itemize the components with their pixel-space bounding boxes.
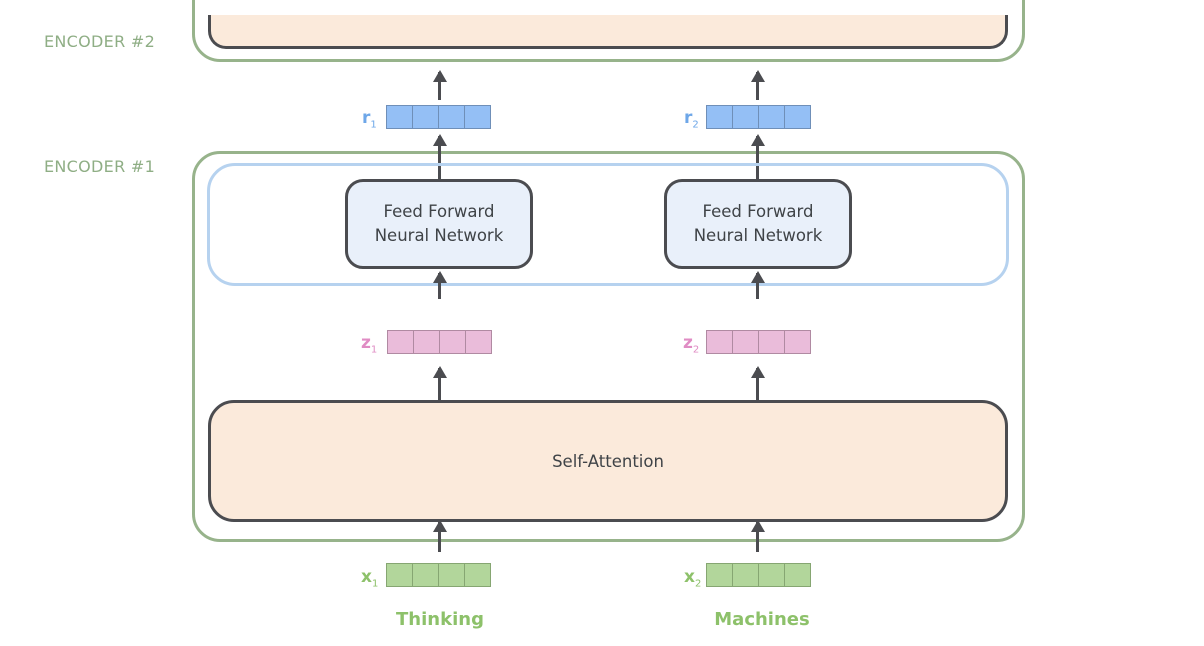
arrow-x1-to-sa [432,520,447,552]
x2-cell [706,563,733,587]
r2-cell [732,105,759,129]
word-thinking: Thinking [396,609,484,630]
z1-vector [387,330,492,354]
r2-cell [758,105,785,129]
arrow-r1-up [432,70,447,100]
ffn-2-label: Feed Forward Neural Network [693,202,823,245]
ffn-layer-region [207,163,1009,286]
x1-cell [438,563,465,587]
encoder-1-label: ENCODER #1 [44,157,156,176]
encoder-2-inner-layer [208,15,1008,49]
arrow-r2-up [750,70,765,100]
arrow-sa-to-z2 [750,366,765,400]
ffn-1-label: Feed Forward Neural Network [374,202,504,245]
x1-cell [386,563,413,587]
z2-cell [732,330,759,354]
z1-cell [413,330,440,354]
z1-cell [439,330,466,354]
z2-label: z2 [683,333,700,356]
r2-label: r2 [684,108,699,131]
encoder-2-label: ENCODER #2 [44,32,156,51]
r2-cell [784,105,811,129]
encoder-1-box [192,151,1025,542]
x2-cell [784,563,811,587]
r2-cell [706,105,733,129]
r1-cell [464,105,491,129]
x2-cell [732,563,759,587]
arrow-x2-to-sa [750,520,765,552]
arrow-z2-to-ffn2 [750,271,765,299]
word-machines: Machines [714,609,810,630]
self-attention-label: Self-Attention [552,451,664,471]
x2-vector [706,563,811,587]
z2-vector [706,330,811,354]
self-attention-box: Self-Attention [208,400,1008,522]
z2-cell [758,330,785,354]
r1-vector [386,105,491,129]
z2-cell [784,330,811,354]
x1-vector [386,563,491,587]
r1-cell [386,105,413,129]
encoder-2-box [192,0,1025,62]
r1-label: r1 [362,108,377,131]
x2-label: x2 [684,567,702,590]
z1-cell [387,330,414,354]
x1-label: x1 [361,567,379,590]
r1-cell [438,105,465,129]
arrow-ffn2-to-r2 [750,134,765,180]
x1-cell [464,563,491,587]
r1-cell [412,105,439,129]
r2-vector [706,105,811,129]
x1-cell [412,563,439,587]
arrow-ffn1-to-r1 [432,134,447,180]
arrow-sa-to-z1 [432,366,447,400]
arrow-z1-to-ffn1 [432,271,447,299]
x2-cell [758,563,785,587]
z2-cell [706,330,733,354]
z1-label: z1 [361,333,378,356]
ffn-box-2: Feed Forward Neural Network [664,179,852,269]
ffn-box-1: Feed Forward Neural Network [345,179,533,269]
z1-cell [465,330,492,354]
